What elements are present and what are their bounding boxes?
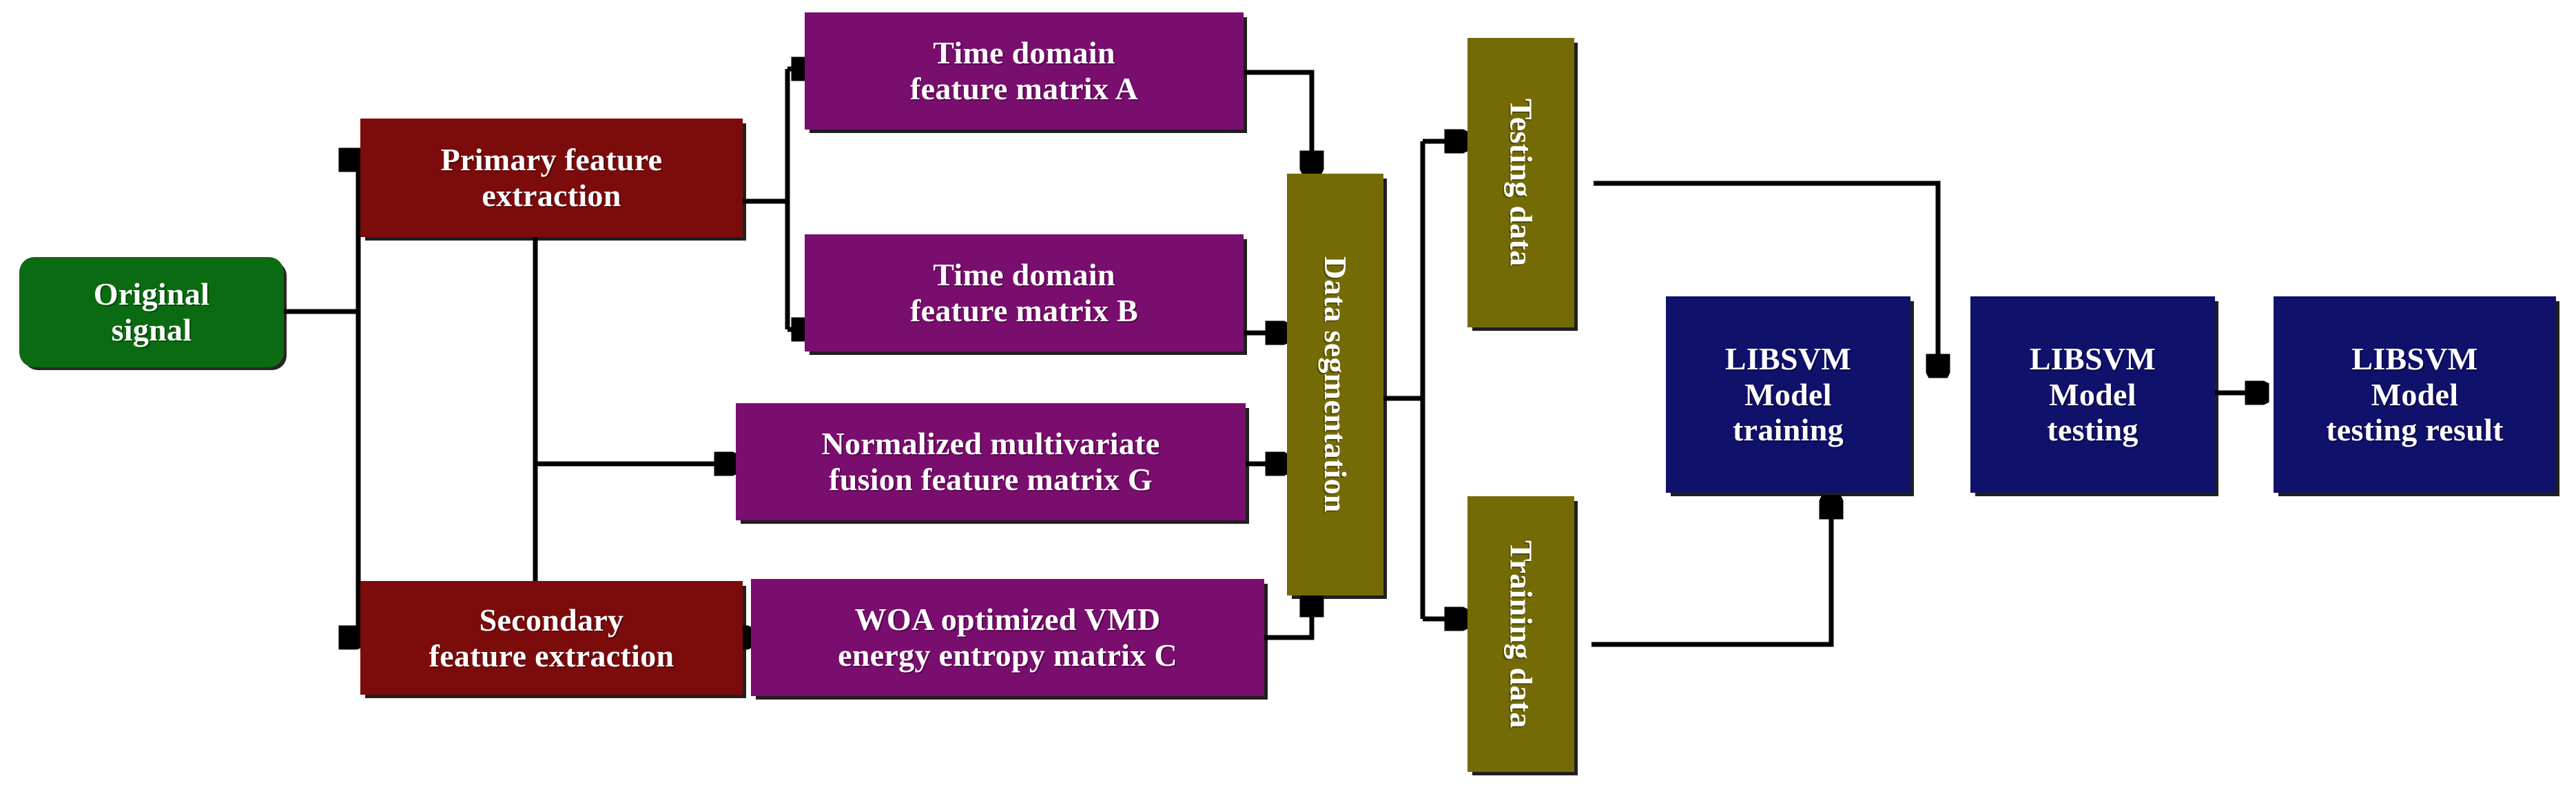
node-normalized-multivariate-fusion-feature-matrix-g[interactable]: Normalized multivariate fusion feature m… — [736, 403, 1246, 520]
node-libsvm-model-training[interactable]: LIBSVM Model training — [1666, 296, 1910, 493]
node-libsvm-model-testing[interactable]: LIBSVM Model testing — [1970, 296, 2215, 493]
node-woa-optimized-vmd-energy-entropy-matrix-c[interactable]: WOA optimized VMD energy entropy matrix … — [751, 579, 1264, 696]
node-secondary-feature-extraction[interactable]: Secondary feature extraction — [360, 581, 743, 695]
node-original-signal[interactable]: Original signal — [19, 257, 284, 367]
node-data-segmentation[interactable]: Data segmentation — [1287, 174, 1383, 595]
node-time-domain-feature-matrix-b[interactable]: Time domain feature matrix B — [805, 234, 1244, 351]
node-primary-feature-extraction[interactable]: Primary feature extraction — [360, 119, 743, 237]
edge-matrix-a-to-segmentation — [1244, 70, 1312, 172]
edge-matrix-c-to-segmentation — [1264, 595, 1312, 640]
edge-training-to-model-training — [1591, 498, 1831, 647]
node-libsvm-model-testing-result[interactable]: LIBSVM Model testing result — [2274, 296, 2556, 493]
node-training-data[interactable]: Training data — [1467, 496, 1574, 772]
node-testing-data[interactable]: Testing data — [1467, 38, 1574, 327]
node-time-domain-feature-matrix-a[interactable]: Time domain feature matrix A — [805, 12, 1244, 130]
